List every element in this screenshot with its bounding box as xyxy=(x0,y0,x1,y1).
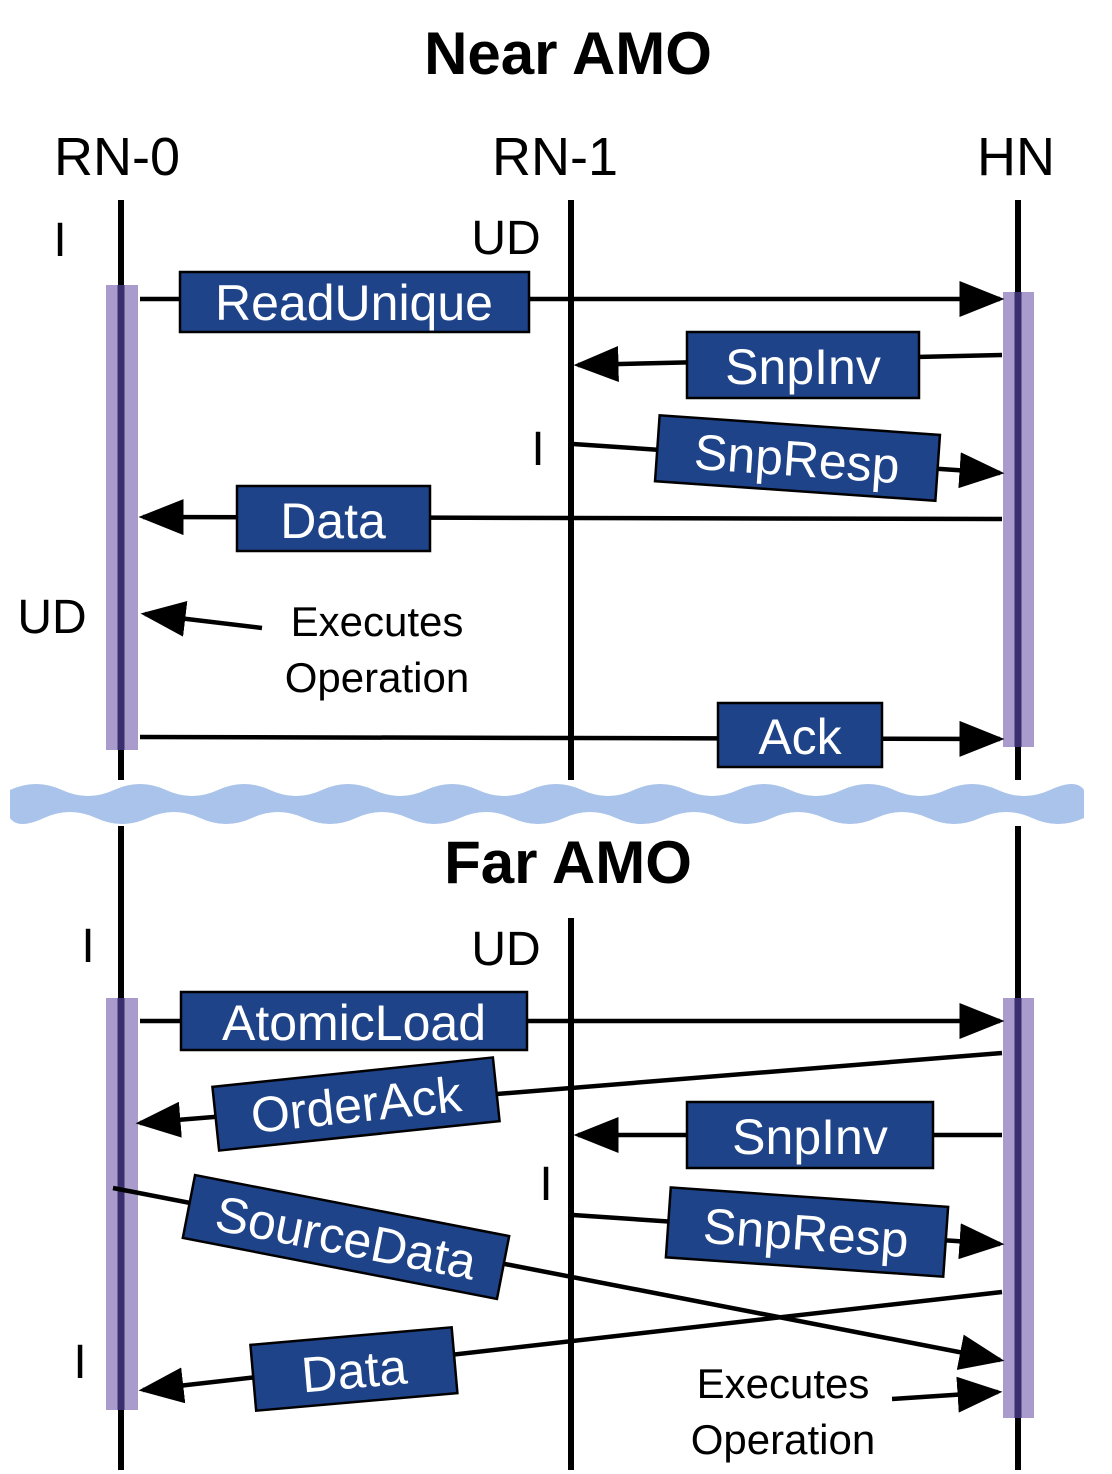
state-rn0-final-near: UD xyxy=(17,591,86,644)
state-rn0-initial-near: I xyxy=(53,214,66,267)
activation-rn0-far xyxy=(106,998,138,1410)
message-label-data-near: Data xyxy=(280,493,386,549)
message-snp-resp-far: SnpResp xyxy=(572,1186,1005,1279)
message-data-near: Data xyxy=(138,484,1003,553)
message-snp-inv-near: SnpInv xyxy=(573,330,1003,400)
message-label-source-data: SourceData xyxy=(211,1185,481,1290)
note-line1-far: Executes xyxy=(697,1360,870,1407)
message-data-far: Data xyxy=(138,1289,1003,1413)
message-ack: Ack xyxy=(139,701,1005,769)
node-label-hn: HN xyxy=(977,127,1055,187)
note-line1-near: Executes xyxy=(291,598,464,645)
node-label-rn0: RN-0 xyxy=(54,127,180,187)
state-rn1-initial-near: UD xyxy=(471,212,540,265)
message-read-unique: ReadUnique xyxy=(140,270,1005,334)
node-label-rn1: RN-1 xyxy=(492,127,618,187)
message-snp-inv-far: SnpInv xyxy=(573,1100,1002,1170)
message-snp-resp-near: SnpResp xyxy=(572,413,1005,503)
state-rn1-initial-far: UD xyxy=(471,923,540,976)
state-rn0-initial-far: I xyxy=(81,920,94,973)
note-line2-far: Operation xyxy=(691,1416,875,1463)
note-line2-near: Operation xyxy=(285,654,469,701)
message-label-snp-inv-near: SnpInv xyxy=(725,339,881,395)
message-label-data-far: Data xyxy=(299,1338,409,1403)
note-executes-operation-near: Executes Operation xyxy=(140,598,469,701)
state-rn0-final-far: I xyxy=(73,1336,86,1389)
note-executes-operation-far: Executes Operation xyxy=(691,1360,1003,1463)
state-rn1-after-near: I xyxy=(531,423,544,476)
near-amo-title: Near AMO xyxy=(424,20,712,87)
message-label-order-ack: OrderAck xyxy=(248,1066,465,1144)
message-label-read-unique: ReadUnique xyxy=(215,275,493,331)
activation-hn-near xyxy=(1003,292,1034,747)
message-label-ack: Ack xyxy=(758,709,842,765)
activation-hn-far xyxy=(1003,998,1034,1418)
far-amo-title: Far AMO xyxy=(444,829,692,896)
activation-rn0-near xyxy=(106,285,138,750)
message-atomic-load: AtomicLoad xyxy=(140,990,1005,1052)
state-rn1-after-far: I xyxy=(539,1158,552,1211)
message-label-atomic-load: AtomicLoad xyxy=(222,995,486,1051)
message-label-snp-inv-far: SnpInv xyxy=(732,1109,888,1165)
section-divider-wave xyxy=(10,784,1084,824)
